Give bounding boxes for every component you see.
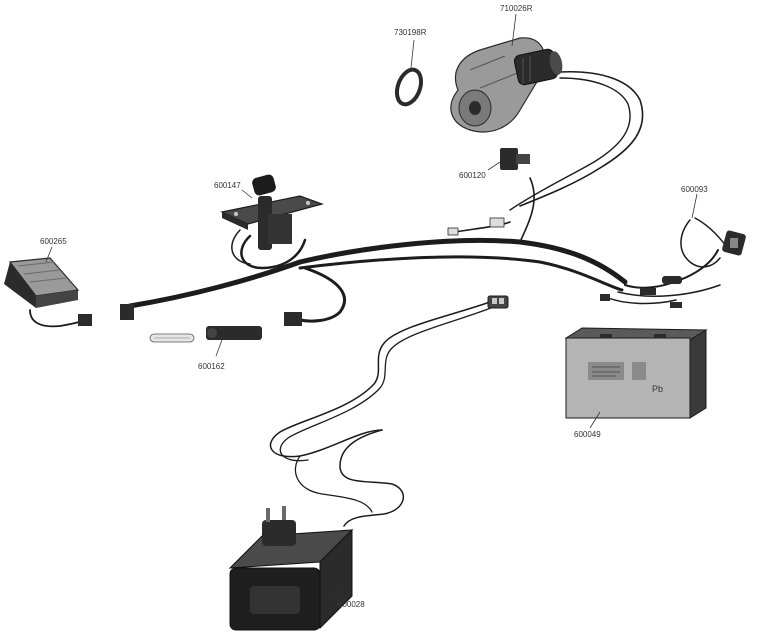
part-label: 600028 bbox=[338, 600, 365, 609]
fuse-harness-part: 600093 bbox=[600, 185, 746, 308]
fuse-part: 600162 bbox=[149, 312, 302, 371]
motor-connector-part: 600120 bbox=[459, 148, 530, 228]
battery-part: Pb 600049 bbox=[564, 327, 708, 439]
part-label: 600049 bbox=[574, 430, 601, 439]
shifter-switch-icon bbox=[220, 174, 324, 250]
connector-icon bbox=[489, 148, 530, 228]
motor-gearbox-part: 710026R bbox=[450, 4, 563, 133]
part-label: 600162 bbox=[198, 362, 225, 371]
fuse-harness-icon bbox=[600, 230, 746, 308]
part-label: 600147 bbox=[214, 181, 241, 190]
charger-part: 600028 bbox=[228, 506, 365, 631]
foot-pedal-part: 600265 bbox=[4, 237, 134, 326]
main-harness bbox=[29, 70, 727, 328]
fuse-icon bbox=[149, 312, 302, 343]
foot-pedal-icon bbox=[4, 257, 134, 326]
battery-marking: Pb bbox=[652, 384, 663, 394]
part-label: 600265 bbox=[40, 237, 67, 246]
battery-icon bbox=[564, 327, 708, 419]
charger-icon bbox=[228, 506, 354, 631]
motor-gearbox-icon bbox=[450, 37, 563, 133]
charger-plug-connector bbox=[487, 295, 509, 309]
part-label: 600120 bbox=[459, 171, 486, 180]
part-label: 730198R bbox=[394, 28, 427, 37]
gear-ring-part: 730198R bbox=[394, 28, 427, 107]
part-label: 600093 bbox=[681, 185, 708, 194]
part-label: 710026R bbox=[500, 4, 533, 13]
shifter-switch-part: 600147 bbox=[214, 174, 459, 250]
charger-cable bbox=[269, 301, 497, 527]
gear-ring-icon bbox=[394, 67, 424, 107]
